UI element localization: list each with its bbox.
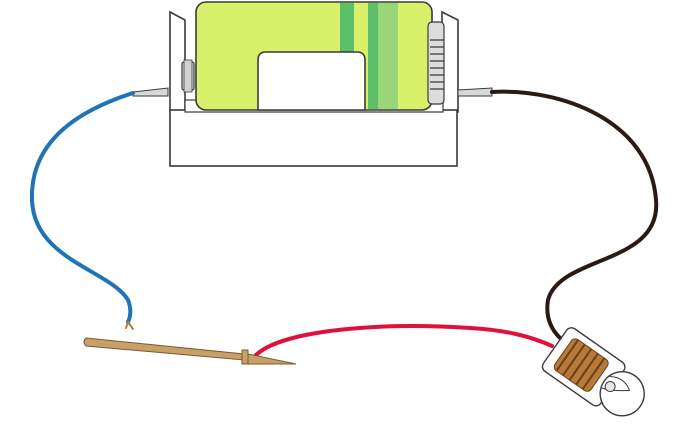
wire-red	[253, 324, 554, 358]
wire-right	[490, 89, 659, 340]
left-terminal	[181, 59, 195, 93]
left-lug	[132, 87, 169, 97]
battery	[195, 1, 433, 111]
spring-contact	[427, 21, 445, 105]
wire-left-end	[125, 321, 134, 330]
bulb-coil	[553, 338, 609, 392]
probe-stick	[83, 337, 297, 365]
right-lug	[457, 87, 493, 97]
wire-left	[29, 91, 135, 324]
light-bulb	[541, 327, 645, 417]
